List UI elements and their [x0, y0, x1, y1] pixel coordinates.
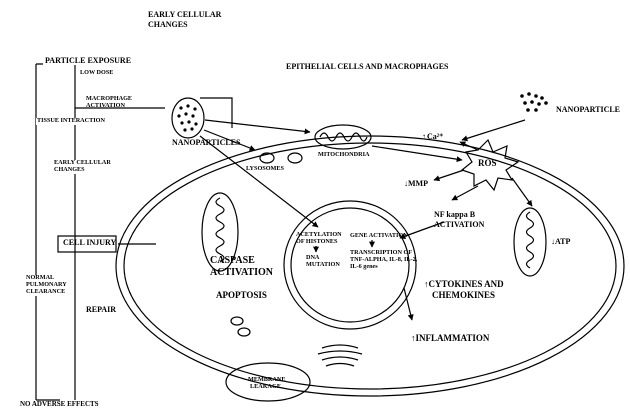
- low-dose-label: LOW DOSE: [80, 70, 113, 77]
- normal-clearance-label-3: CLEARANCE: [26, 289, 65, 296]
- lysosome-3: [231, 317, 243, 325]
- mitochondrion-left-cristae: [216, 198, 224, 262]
- lysosome-2: [288, 153, 302, 163]
- dna-mutation-label-2: MUTATION: [306, 262, 340, 269]
- macrophage-label-2: ACTIVATION: [86, 103, 125, 110]
- transcription-label-3: IL-6 genes: [350, 264, 378, 271]
- nanoparticles-label: NANOPARTICLES: [172, 139, 240, 147]
- arrow-ros-to-mmp: [434, 170, 464, 180]
- lysosomes-label: LYSOSOMES: [246, 166, 284, 173]
- arrow-ros-to-ca: [460, 142, 478, 150]
- arrow-np-to-mito: [205, 120, 310, 132]
- cell-injury-label: CELL INJURY: [63, 239, 116, 247]
- nanoparticle-cluster: [172, 98, 204, 138]
- cytokines-label-2: CHEMOKINES: [432, 291, 495, 300]
- early-changes-label-2: CHANGES: [54, 167, 85, 174]
- apoptosis-label: APOPTOSIS: [216, 291, 267, 300]
- arrow-ros-to-nfkb: [452, 186, 478, 200]
- flow-to-cell-connector: [200, 98, 232, 128]
- nanoparticle-label: NANOPARTICLE: [556, 106, 620, 114]
- top-title-line2: CHANGES: [148, 21, 188, 29]
- cytokines-label-1: ↑CYTOKINES AND: [424, 280, 504, 289]
- acetylation-label-2: OF HISTONES: [296, 239, 337, 246]
- mitochondrion-right-cristae: [527, 212, 534, 268]
- nfkb-label-2: ACTIVATION: [434, 221, 484, 229]
- arrow-to-inflammation: [404, 288, 412, 320]
- lysosome-4: [238, 328, 250, 336]
- nfkb-label-1: NF kappa B: [434, 211, 475, 219]
- arrow-mito-to-ros: [372, 146, 462, 160]
- top-title-line1: EARLY CELLULAR: [148, 11, 221, 19]
- gene-activation-label: GENE ACTIVATION: [350, 233, 408, 240]
- particle-exposure-label: PARTICLE EXPOSURE: [43, 57, 133, 65]
- arrow-ros-to-atp: [512, 178, 532, 206]
- mitochondria-label: MITOCHONDRIA: [318, 152, 369, 159]
- calcium-label: Ca²⁺: [422, 133, 443, 141]
- mitochondrion-right: [514, 208, 546, 276]
- nanoparticle-dots: [177, 92, 547, 131]
- mitochondrion-top-cristae: [320, 133, 367, 141]
- membrane-leakage-label-2: LEAKAGE: [250, 384, 281, 391]
- inflammation-label: ↑INFLAMMATION: [411, 334, 489, 343]
- repair-label: REPAIR: [86, 306, 116, 314]
- golgi-apparatus: [318, 345, 362, 366]
- caspase-label-1: CASPASE: [210, 256, 255, 267]
- ros-label: ROS: [478, 159, 497, 168]
- atp-label: ↓ATP: [551, 238, 570, 246]
- cell-title: EPITHELIAL CELLS AND MACROPHAGES: [286, 63, 448, 71]
- tissue-interaction-label: TISSUE INTERACTION: [36, 118, 106, 125]
- caspase-label-2: ACTIVATION: [210, 268, 273, 279]
- arrow-nanoparticle-to-ca: [462, 120, 525, 140]
- flow-bracket-line: [36, 64, 60, 400]
- mmp-label: ↓MMP: [404, 180, 428, 188]
- no-adverse-effects-label: NO ADVERSE EFFECTS: [20, 401, 99, 408]
